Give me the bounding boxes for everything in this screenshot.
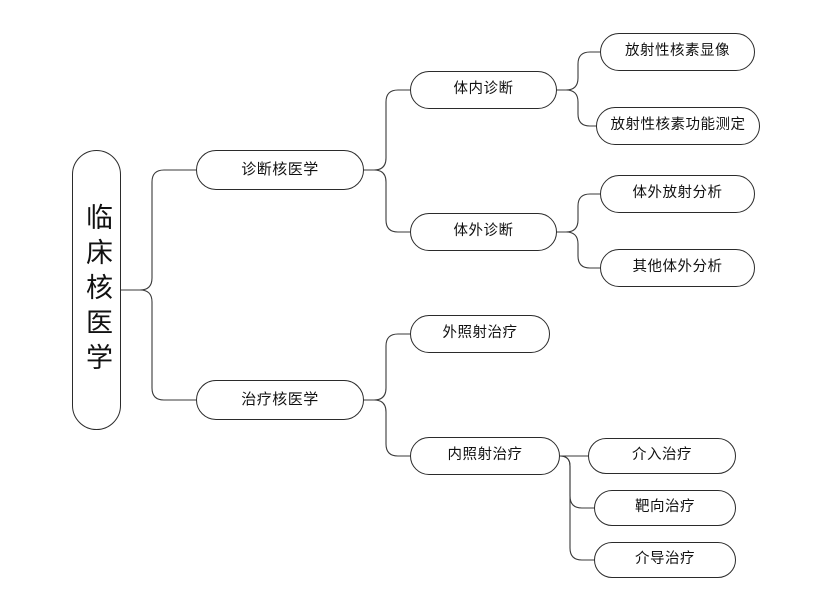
node-interventional-label: 介入治疗: [632, 447, 692, 464]
node-radionuclide-imaging-label: 放射性核素显像: [625, 43, 730, 60]
node-interventional-therapy[interactable]: 介入治疗: [588, 438, 736, 474]
node-therapeutic-label: 治疗核医学: [241, 391, 319, 408]
node-diagnostic-nuclear-medicine[interactable]: 诊断核医学: [196, 150, 364, 190]
connector-invitro-to-other: [556, 231, 601, 269]
connector-root-to-branches: [120, 169, 197, 291]
node-in-vitro-label: 体外诊断: [453, 223, 514, 240]
node-in-vitro-radioassay[interactable]: 体外放射分析: [600, 175, 755, 213]
node-internal-radiation-therapy[interactable]: 内照射治疗: [410, 437, 560, 475]
node-root-clinical-nuclear-medicine[interactable]: 临床核医学: [72, 150, 121, 430]
connector-diagnostic-to-invivo: [363, 89, 411, 171]
connector-therapeutic-to-internal: [363, 399, 411, 457]
node-other-in-vitro-analysis[interactable]: 其他体外分析: [600, 249, 755, 287]
node-radionuclide-function-measurement[interactable]: 放射性核素功能测定: [596, 107, 760, 145]
node-therapeutic-nuclear-medicine[interactable]: 治疗核医学: [196, 380, 364, 420]
node-targeted-label: 靶向治疗: [635, 499, 695, 516]
node-mediated-therapy[interactable]: 介导治疗: [594, 542, 736, 578]
connector-root-to-therapeutic: [120, 289, 197, 401]
node-mediated-label: 介导治疗: [635, 551, 695, 568]
node-external-radiation-therapy[interactable]: 外照射治疗: [410, 315, 550, 353]
node-radionuclide-imaging[interactable]: 放射性核素显像: [600, 33, 755, 71]
connector-invivo-to-imaging: [556, 51, 601, 91]
node-external-radiation-label: 外照射治疗: [442, 325, 518, 342]
node-in-vitro-diagnosis[interactable]: 体外诊断: [410, 213, 557, 251]
node-other-in-vitro-label: 其他体外分析: [632, 259, 723, 276]
node-diagnostic-label: 诊断核医学: [241, 161, 319, 178]
node-radionuclide-function-label: 放射性核素功能测定: [610, 117, 746, 134]
connector-diagnostic-to-invitro: [363, 169, 411, 233]
connector-therapeutic-to-external: [363, 333, 411, 401]
node-root-label: 临床核医学: [82, 202, 112, 378]
node-internal-radiation-label: 内照射治疗: [447, 447, 523, 464]
node-in-vivo-diagnosis[interactable]: 体内诊断: [410, 71, 557, 109]
node-in-vitro-radioassay-label: 体外放射分析: [632, 185, 723, 202]
node-targeted-therapy[interactable]: 靶向治疗: [594, 490, 736, 526]
connector-invivo-to-function: [556, 89, 601, 127]
connector-internal-to-mediated: [559, 455, 595, 561]
node-in-vivo-label: 体内诊断: [453, 81, 514, 98]
connector-invitro-to-radioassay: [556, 193, 601, 233]
